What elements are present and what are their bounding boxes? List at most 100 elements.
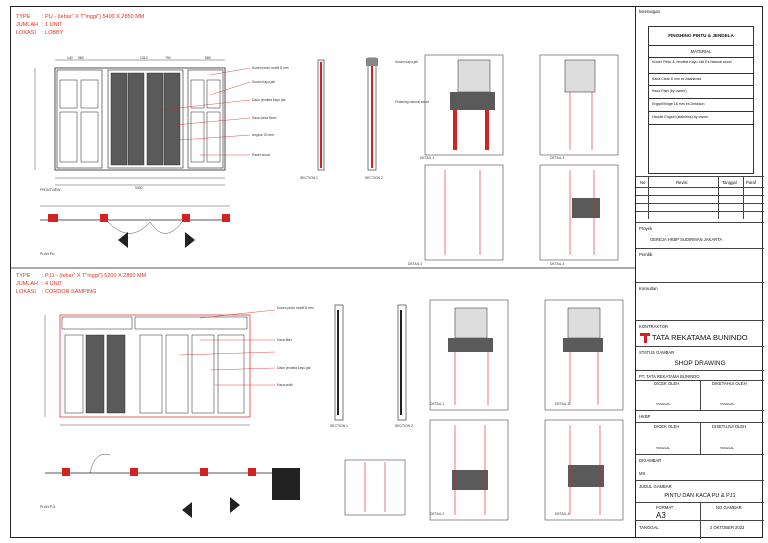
pu-qty-line: JUMLAH: 1 UNIT [16, 22, 62, 29]
proyek-value: GEREJA HKBP SUDIRMAN JAKARTA [650, 237, 723, 242]
callout-kusen-detail: Kusen kayu jati [395, 60, 418, 64]
material-4: Engsel/hinge 18 mm ex.Dekkson [652, 102, 705, 106]
pj1-elevation [44, 309, 276, 426]
proyek-row: Proyek GEREJA HKBP SUDIRMAN JAKARTA [636, 222, 764, 248]
rev-paraf-head: Paraf [746, 180, 757, 185]
diketahui-label: DIKETAHUI OLEH [712, 381, 747, 386]
material-1: Kusen Pintu & Jendela Kayu Jati Ex.Natur… [652, 60, 732, 64]
title-block: keterangan FINISHING PINTU & JENDELA MAT… [635, 6, 764, 539]
pj1-detail1-label: DETAIL 1 [430, 402, 445, 406]
pu-type-value: : PU - (lebar" X T"inggi") 5400 X 2850 M… [42, 14, 145, 20]
pemilik-label: Pemilik [639, 252, 653, 257]
material-2: Kaca Clear 8 mm ex Asahimas [652, 77, 702, 81]
pu-type-label: TYPE [16, 14, 31, 20]
company-name: TATA REKATAMA BUNINDO [652, 333, 748, 342]
dicek-label: DICEK OLEH [654, 381, 680, 386]
finishing-table: FINISHING PINTU & JENDELA MATERIAL Kusen… [648, 26, 754, 174]
revision-table: No Revisi Tanggal Paraf [636, 176, 764, 230]
digambar-label: DIGAMBAR [639, 458, 662, 463]
pj1-loc-label: LOKASI [16, 289, 36, 295]
pu-detail4-label: DETAIL 4 [550, 262, 565, 266]
callout-pj1-frame: Kusen pintu modif 8 mm [277, 306, 314, 310]
material-3: Kaca Patri (by owner) [652, 89, 687, 93]
material-5: Handle Engsel (stainless) by owner [652, 115, 709, 119]
pu-type-line: TYPE : PU - (lebar" X T"inggi") 5400 X 28… [16, 14, 144, 21]
drawing-sheet-border [10, 6, 763, 538]
digambar-value: MS [639, 471, 646, 476]
format-row: FORMAT NO GAMBAR A3 [636, 502, 764, 521]
keterangan-label: keterangan [639, 9, 660, 14]
callout-pj1-daun: Daun jendela kayu jati [277, 366, 311, 370]
tanggal-label: TANGGAL [639, 525, 659, 530]
pj1-plan-label: PLAN PJ1 [40, 505, 56, 509]
pu-sections [317, 57, 378, 171]
pj1-section1-label: SECTION 1 [330, 424, 348, 428]
pu-section1-label: SECTION 1 [300, 176, 318, 180]
hkbp-label: HKBP [639, 414, 651, 419]
pu-dim-5: 580 [205, 56, 211, 60]
pj1-qty-value: : 4 UNIT [42, 281, 63, 287]
disetujui-label: DISETUJUI OLEH [712, 424, 747, 429]
pu-qty-label: JUMLAH [16, 22, 39, 28]
dicek2-label: DICEK OLEH [654, 424, 680, 429]
pu-dim-2: 580 [78, 56, 84, 60]
disetujui-date: TANGGAL [720, 446, 735, 450]
kontraktor-label: KONTRAKTOR [639, 324, 669, 329]
pt-approval-row: PT. TATA REKATAMA BUNINDO DICEK OLEH DIK… [636, 370, 764, 411]
konsultan-label: Konsultan [639, 286, 658, 291]
callout-finishing: Finishing natural wood [395, 100, 429, 104]
pj1-loc-value: : CORDOR SAMPING [42, 289, 97, 295]
pu-dim-1: 140 [67, 56, 73, 60]
judul-label: JUDUL GAMBAR [639, 484, 672, 489]
pu-plan [40, 205, 230, 248]
pu-elevation [34, 59, 251, 186]
pemilik-row: Pemilik [636, 248, 764, 282]
format-value: A3 [656, 511, 666, 520]
pj1-detail2-label: DETAIL 2 [430, 512, 445, 516]
digambar-row: DIGAMBAR MS [636, 454, 764, 480]
pu-loc-label: LOKASI [16, 30, 36, 36]
pj1-plan [45, 453, 300, 518]
pj1-type-label: TYPE [16, 273, 31, 279]
kontraktor-row: KONTRAKTOR TATA REKATAMA BUNINDO [636, 320, 764, 346]
callout-angkur: Angkur 30 mm [252, 133, 275, 137]
pj1-loc-line: LOKASI : CORDOR SAMPING [16, 289, 96, 296]
judul-value: PINTU DAN KACA PU & PJ1 [664, 493, 736, 499]
pj1-detail4-label: DETAIL 4 [555, 512, 570, 516]
rev-date-head: Tanggal [722, 180, 737, 185]
rev-no-head: No [640, 180, 646, 185]
finishing-title: FINISHING PINTU & JENDELA [668, 33, 734, 38]
pu-dim-4: 790 [165, 56, 171, 60]
pu-detail1-label: DETAIL 1 [420, 156, 435, 160]
pu-detail2-label: DETAIL 2 [408, 262, 423, 266]
proyek-label: Proyek [639, 226, 653, 231]
dicek-date: TANGGAL [656, 402, 671, 406]
callout-frame: Kusen pintu modif 8 mm [252, 66, 289, 70]
rev-desc-head: Revisi [676, 180, 688, 185]
callout-pj1-putih: Kaca putih [277, 383, 294, 387]
callout-kaca-clear: Kaca clear 8mm [252, 116, 277, 120]
pj1-sections [334, 304, 407, 421]
pj1-details [344, 299, 624, 521]
pj1-section2-label: SECTION 2 [395, 424, 413, 428]
pu-details [424, 54, 619, 261]
pu-plan-label: PLAN PU [40, 252, 55, 256]
callout-kusen: Kusen kayu jati [252, 80, 275, 84]
pu-detail3-label: DETAIL 3 [550, 156, 565, 160]
status-value: SHOP DRAWING [674, 360, 726, 367]
pu-dim-3: 1310 [140, 56, 148, 60]
pj1-qty-line: JUMLAH: 4 UNIT [16, 281, 62, 288]
pu-elevation-label: FRONTVIEW [40, 188, 61, 192]
callout-panel: Panel wood [252, 153, 270, 157]
pu-loc-line: LOKASI: LOBBY [16, 30, 63, 37]
callout-pj1-kaca: Kaca fillet [277, 338, 292, 342]
callout-daun: Daun jendela kayu jati [252, 98, 286, 102]
pj1-type-value: : PJ1 - (lebar" X T"inggi") 5200 X 2850 … [42, 273, 147, 279]
status-label: STATUS GAMBAR [639, 350, 675, 355]
tanggal-value: 2 OKTOBER 2023 [710, 525, 745, 530]
pu-section2-label: SECTION 2 [365, 176, 383, 180]
konsultan-row: Konsultan [636, 282, 764, 320]
status-row: STATUS GAMBAR SHOP DRAWING [636, 346, 764, 370]
format-label: FORMAT [656, 505, 674, 510]
